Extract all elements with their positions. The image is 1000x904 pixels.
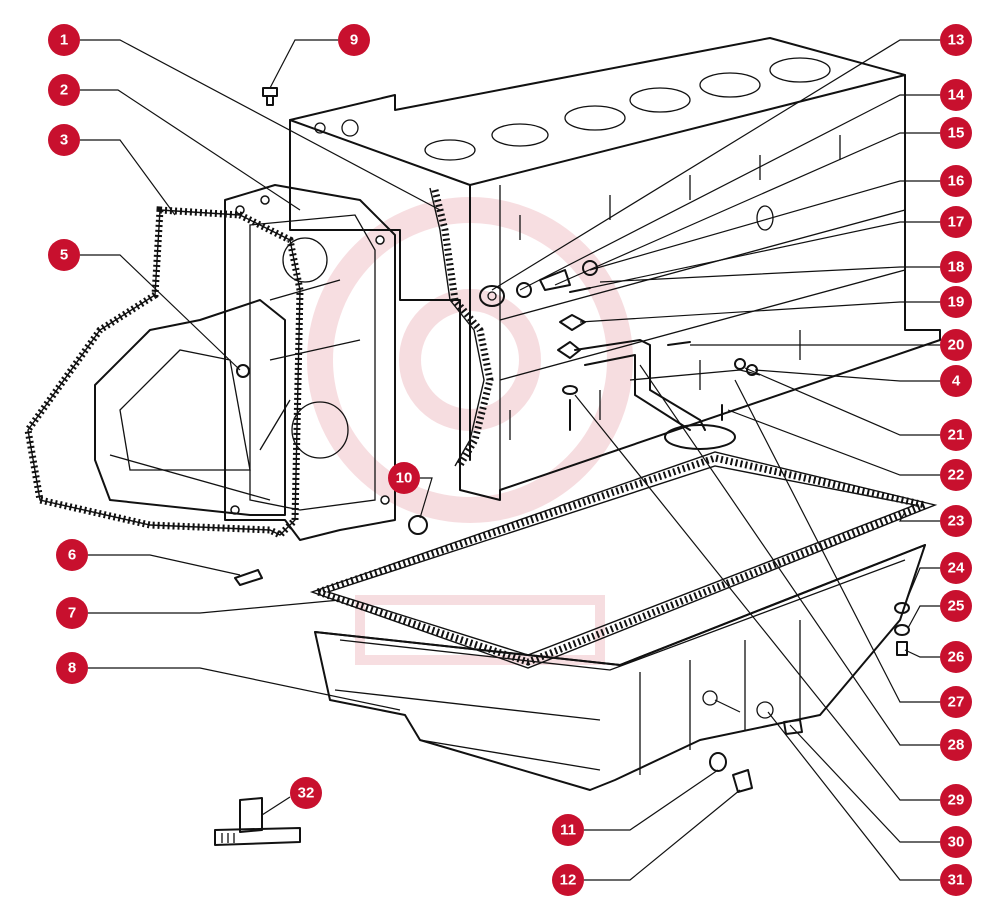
callout: 8 xyxy=(56,652,88,684)
callout: 30 xyxy=(940,826,972,858)
callout: 19 xyxy=(940,286,972,318)
svg-text:1: 1 xyxy=(60,32,68,49)
svg-text:28: 28 xyxy=(948,737,965,754)
gear-housing-cover xyxy=(224,184,396,541)
svg-text:11: 11 xyxy=(560,822,576,839)
callout: 15 xyxy=(940,117,972,149)
svg-text:4: 4 xyxy=(952,373,961,390)
engine-block xyxy=(289,37,941,501)
svg-text:3: 3 xyxy=(60,132,68,149)
callout: 14 xyxy=(940,79,972,111)
timing-plate xyxy=(94,299,286,516)
callout: 17 xyxy=(940,206,972,238)
callout: 11 xyxy=(552,814,584,846)
svg-text:8: 8 xyxy=(68,660,76,677)
callout: 25 xyxy=(940,590,972,622)
callout: 28 xyxy=(940,729,972,761)
callout: 2 xyxy=(48,74,80,106)
svg-text:9: 9 xyxy=(350,32,358,49)
callout: 29 xyxy=(940,784,972,816)
callout: 10 xyxy=(388,462,420,494)
loose-parts xyxy=(234,87,910,793)
svg-text:6: 6 xyxy=(68,547,76,564)
callout: 13 xyxy=(940,24,972,56)
svg-text:14: 14 xyxy=(948,87,965,104)
svg-text:17: 17 xyxy=(948,214,965,231)
svg-text:18: 18 xyxy=(948,259,965,276)
callout: 20 xyxy=(940,329,972,361)
callout: 32 xyxy=(290,777,322,809)
svg-text:22: 22 xyxy=(948,467,965,484)
callout: 3 xyxy=(48,124,80,156)
callout: 18 xyxy=(940,251,972,283)
callout: 23 xyxy=(940,505,972,537)
svg-text:21: 21 xyxy=(948,427,965,444)
svg-text:13: 13 xyxy=(948,32,965,49)
side-gasket xyxy=(429,187,494,467)
callout: 26 xyxy=(940,641,972,673)
callout: 21 xyxy=(940,419,972,451)
svg-text:7: 7 xyxy=(68,605,76,622)
callout: 6 xyxy=(56,539,88,571)
special-tool xyxy=(214,797,301,846)
svg-text:23: 23 xyxy=(948,513,965,530)
svg-text:20: 20 xyxy=(948,337,965,354)
callout: 5 xyxy=(48,239,80,271)
svg-text:30: 30 xyxy=(948,834,965,851)
svg-text:26: 26 xyxy=(948,649,965,666)
svg-text:27: 27 xyxy=(948,694,965,711)
svg-text:32: 32 xyxy=(298,785,315,802)
svg-text:12: 12 xyxy=(560,872,577,889)
svg-text:16: 16 xyxy=(948,173,965,190)
callout: 16 xyxy=(940,165,972,197)
callout: 9 xyxy=(338,24,370,56)
callout: 27 xyxy=(940,686,972,718)
leader-lines xyxy=(80,39,940,881)
callout: 24 xyxy=(940,552,972,584)
callout: 31 xyxy=(940,864,972,896)
svg-text:25: 25 xyxy=(948,598,965,615)
svg-text:29: 29 xyxy=(948,792,965,809)
callout: 12 xyxy=(552,864,584,896)
svg-text:19: 19 xyxy=(948,294,965,311)
callouts: 1 2 3 5 9 10 6 7 8 11 12 32 13 14 15 16 … xyxy=(48,24,972,896)
callout: 7 xyxy=(56,597,88,629)
oil-pan xyxy=(314,544,926,791)
oil-pan-gasket xyxy=(306,451,938,669)
svg-text:15: 15 xyxy=(948,125,965,142)
callout: 4 xyxy=(940,365,972,397)
svg-text:24: 24 xyxy=(948,560,965,577)
callout: 1 xyxy=(48,24,80,56)
svg-text:10: 10 xyxy=(396,470,413,487)
callout: 22 xyxy=(940,459,972,491)
svg-text:2: 2 xyxy=(60,82,68,99)
svg-text:31: 31 xyxy=(948,872,965,889)
front-gasket xyxy=(24,206,304,540)
svg-text:5: 5 xyxy=(60,247,68,264)
